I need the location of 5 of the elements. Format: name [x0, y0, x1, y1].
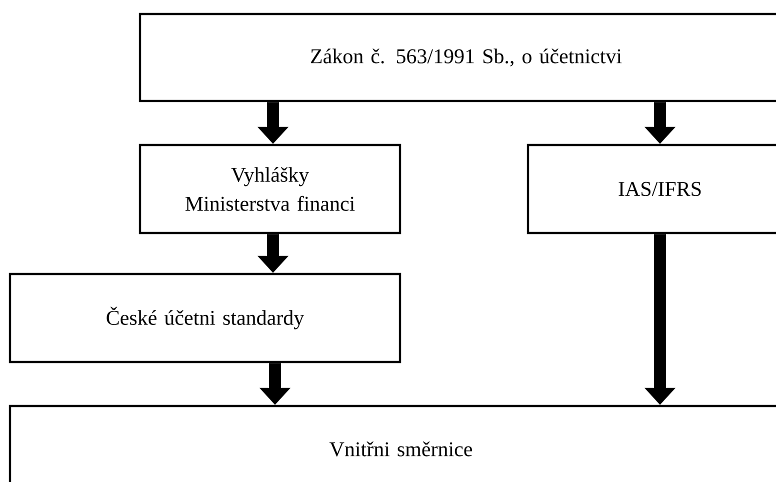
box: Vnitřni směrnice [8, 404, 776, 482]
box: Vyhlášky Ministerstva financi [138, 144, 402, 234]
box: České účetni standardy [8, 272, 402, 364]
box: IAS/IFRS [526, 144, 776, 234]
box: Zákon č. 563/1991 Sb., o účetnictvi [138, 12, 776, 102]
